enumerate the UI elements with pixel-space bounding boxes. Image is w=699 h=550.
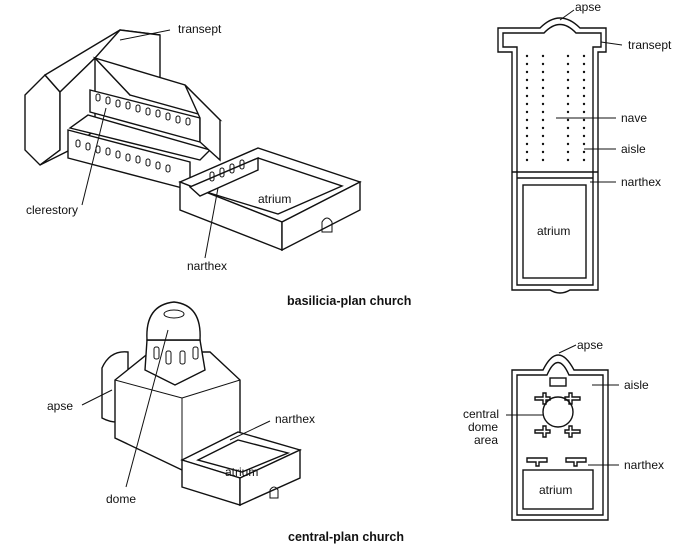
- central-narthex-label: narthex: [275, 412, 315, 426]
- central-floor-plan: [506, 344, 619, 521]
- central-apse-label: apse: [47, 399, 73, 413]
- narthex-label: narthex: [187, 259, 227, 273]
- central-plan-dome-area-line3: area: [474, 433, 498, 447]
- transept-label: transept: [178, 22, 222, 36]
- atrium-label: atrium: [258, 192, 291, 206]
- clerestory-label: clerestory: [26, 203, 78, 217]
- central-plan-aisle-label: aisle: [624, 378, 649, 392]
- central-plan-narthex-label: narthex: [624, 458, 664, 472]
- central-plan-atrium-label: atrium: [539, 483, 572, 497]
- central-plan-apse-label: apse: [577, 338, 603, 352]
- central-dome-label: dome: [106, 492, 136, 506]
- central-atrium-label: atrium: [225, 465, 258, 479]
- basilica-isometric-drawing: [24, 29, 362, 259]
- basilica-floor-plan: [497, 9, 623, 294]
- central-plan-dome-area-line1: central: [463, 407, 499, 421]
- plan-narthex-label: narthex: [621, 175, 661, 189]
- plan-aisle-label: aisle: [621, 142, 646, 156]
- central-isometric-drawing: [81, 301, 302, 507]
- central-caption: central-plan church: [288, 530, 404, 544]
- plan-apse-label: apse: [575, 0, 601, 14]
- plan-transept-label: transept: [628, 38, 672, 52]
- plan-atrium-label: atrium: [537, 224, 570, 238]
- basilica-caption: basilicia-plan church: [287, 294, 411, 308]
- central-plan-dome-area-line2: dome: [468, 420, 498, 434]
- plan-nave-label: nave: [621, 111, 647, 125]
